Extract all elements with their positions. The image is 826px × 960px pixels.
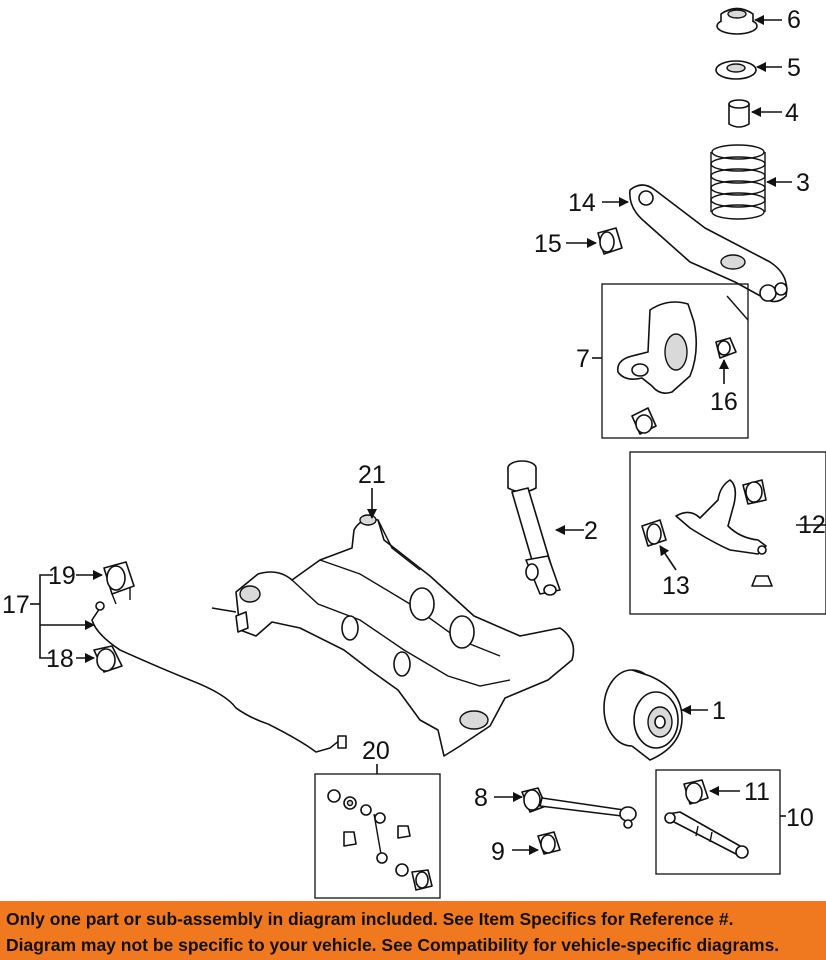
- trailing-arm-bushing-part[interactable]: [683, 779, 709, 805]
- callout-9: 9: [491, 838, 505, 866]
- shock-absorber-part[interactable]: [507, 460, 561, 596]
- callout-8: 8: [474, 784, 488, 812]
- disclaimer-line-2: Diagram may not be specific to your vehi…: [6, 935, 780, 955]
- callout-21: 21: [358, 461, 386, 489]
- coil-spring-part[interactable]: [710, 144, 766, 220]
- callout-3: 3: [796, 169, 810, 197]
- lower-control-arm-part[interactable]: [675, 479, 773, 587]
- callout-1: 1: [712, 697, 726, 725]
- callout-7: 7: [576, 345, 590, 373]
- callout-13: 13: [662, 572, 690, 600]
- suspension-diagram: 6 5 4 3 14 15 7 16 21 2 12 13 19 17 18 1…: [2, 6, 826, 899]
- spring-lower-arm-part[interactable]: [628, 184, 788, 303]
- callout-20: 20: [362, 737, 390, 765]
- callout-16: 16: [710, 388, 738, 416]
- knuckle-part[interactable]: [616, 301, 698, 435]
- callout-15: 15: [534, 230, 562, 258]
- disclaimer-line-1: Only one part or sub-assembly in diagram…: [6, 909, 734, 929]
- crossmember-subframe-part[interactable]: [235, 514, 575, 757]
- callout-arrows: [30, 15, 826, 855]
- disclaimer-banner: Only one part or sub-assembly in diagram…: [0, 901, 826, 960]
- bump-stop-part[interactable]: [728, 99, 750, 128]
- callout-5: 5: [787, 54, 801, 82]
- lower-arm-bushing-part[interactable]: [641, 519, 667, 547]
- trailing-arm-part[interactable]: [664, 811, 749, 859]
- knuckle-box: [601, 283, 749, 439]
- stabilizer-link-part[interactable]: [327, 789, 433, 891]
- callout-11: 11: [744, 778, 770, 806]
- lower-arm-box: [629, 451, 826, 615]
- callout-17: 17: [2, 591, 30, 619]
- callout-10: 10: [786, 804, 814, 832]
- arm-bushing-part[interactable]: [597, 227, 623, 255]
- spring-seat-part[interactable]: [715, 60, 757, 80]
- hub-bearing-part[interactable]: [603, 669, 683, 761]
- callout-labels: 6 5 4 3 14 15 7 16 21 2 12 13 19 17 18 1…: [2, 6, 826, 866]
- lateral-link-part[interactable]: [521, 787, 637, 829]
- stabilizer-bracket-part[interactable]: [103, 561, 135, 605]
- callout-4: 4: [785, 99, 799, 127]
- knuckle-bushing-part[interactable]: [715, 337, 737, 359]
- link-bushing-part[interactable]: [537, 831, 561, 855]
- callout-12: 12: [798, 511, 826, 539]
- callout-14: 14: [568, 189, 596, 217]
- callout-18: 18: [46, 645, 74, 673]
- spring-upper-seat-part[interactable]: [716, 7, 758, 35]
- callout-6: 6: [787, 6, 801, 34]
- stabilizer-bushing-part[interactable]: [93, 645, 123, 673]
- callout-19: 19: [48, 562, 76, 590]
- stabilizer-bar-part[interactable]: [91, 601, 347, 753]
- callout-2: 2: [584, 517, 598, 545]
- trailing-link-box: [655, 769, 781, 875]
